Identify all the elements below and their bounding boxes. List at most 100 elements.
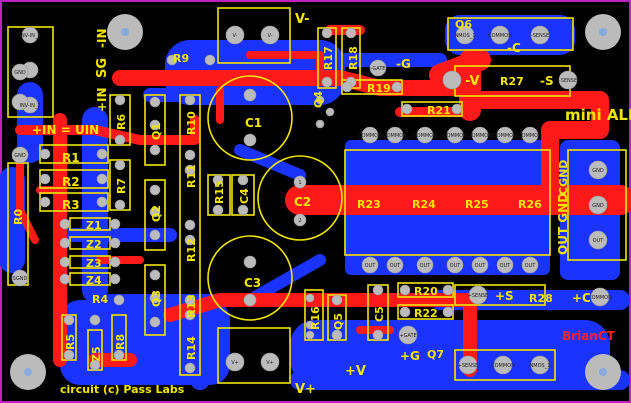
label-in-eq: +IN = UIN	[32, 123, 99, 137]
svg-text:COMMON: COMMON	[493, 133, 517, 139]
svg-text:OUT: OUT	[365, 263, 377, 269]
label-r6: R6	[115, 114, 128, 130]
label-r23: R23	[357, 198, 381, 211]
svg-text:+SENSE: +SENSE	[458, 363, 479, 369]
svg-text:COMMON: COMMON	[413, 133, 437, 139]
svg-text:COMMON: COMMON	[588, 295, 612, 301]
svg-text:V-: V-	[233, 33, 238, 39]
svg-text:+SENSE: +SENSE	[468, 293, 489, 299]
label-r8: R8	[114, 334, 127, 350]
label-q5: Q5	[332, 313, 345, 330]
svg-text:GND: GND	[592, 168, 604, 174]
label-r14: R14	[185, 336, 198, 360]
label-r15: R15	[213, 180, 226, 204]
svg-text:INV-IN_2: INV-IN_2	[19, 103, 40, 109]
label-r18: R18	[347, 46, 360, 70]
mounting-holes	[10, 14, 621, 390]
label-r3: R3	[62, 198, 80, 212]
label-c1: C1	[245, 116, 262, 130]
label-g-bot: +G	[400, 349, 420, 363]
label-c-bot: +C	[572, 291, 591, 305]
label-c2: C2	[294, 195, 311, 209]
svg-text:-SENSE: -SENSE	[559, 78, 577, 84]
label-r1: R1	[62, 151, 80, 165]
label-out-gnd: OUT GND	[556, 193, 570, 255]
label-r26: R26	[518, 198, 542, 211]
credit-text: circuit (c) Pass Labs	[60, 383, 185, 396]
label-r7: R7	[115, 178, 128, 194]
label-r9: R9	[173, 52, 189, 65]
svg-text:V-: V-	[268, 33, 273, 39]
label-r25: R25	[465, 198, 489, 211]
label-r22: R22	[414, 307, 438, 320]
label-r4: R4	[92, 293, 108, 306]
svg-text:OUT: OUT	[390, 263, 402, 269]
svg-text:COMMON: COMMON	[491, 363, 515, 369]
label-plus-v: +V	[345, 364, 366, 379]
label-z3: Z3	[86, 257, 102, 270]
label-c3: C3	[244, 276, 261, 290]
label-r19: R19	[367, 82, 391, 95]
svg-text:OUT: OUT	[525, 263, 537, 269]
svg-text:-SENSE: -SENSE	[531, 33, 549, 39]
svg-text:NMOS_1: NMOS_1	[455, 33, 476, 39]
svg-text:COMMON: COMMON	[518, 133, 542, 139]
label-s-bot: +S	[495, 289, 514, 303]
svg-text:COMMON: COMMON	[488, 33, 512, 39]
label-in-plus: +IN	[95, 87, 109, 112]
svg-text:1: 1	[298, 180, 301, 186]
label-q7: Q7	[427, 348, 444, 361]
label-z4: Z4	[86, 274, 102, 287]
svg-text:OUT: OUT	[450, 263, 462, 269]
label-r5: R5	[64, 334, 77, 350]
label-g-top: -G	[396, 57, 411, 71]
top-copper	[15, 25, 631, 377]
label-r21: R21	[427, 104, 451, 117]
label-r10: R10	[185, 111, 198, 135]
svg-text:-GATE: -GATE	[370, 66, 385, 72]
svg-text:OUT: OUT	[475, 263, 487, 269]
svg-text:COMMON: COMMON	[358, 133, 382, 139]
label-v-plus: V+	[295, 382, 316, 397]
net-labels: SG -IN +IN +IN = UIN V- V+ +V -V -G +G -…	[32, 12, 631, 397]
label-z2: Z2	[86, 238, 102, 251]
label-c-top: -C	[507, 41, 521, 55]
label-c4: C4	[238, 188, 251, 204]
svg-text:OUT: OUT	[593, 238, 605, 244]
label-z5: Z5	[90, 346, 103, 362]
label-q6: Q6	[455, 18, 472, 31]
label-r17: R17	[322, 46, 335, 70]
label-r20: R20	[414, 285, 438, 298]
label-q4: Q4	[312, 91, 325, 108]
label-cgnd: CGND	[557, 160, 570, 195]
author-text: BrianCT	[562, 329, 616, 343]
svg-text:COMMON: COMMON	[443, 133, 467, 139]
svg-text:V+: V+	[266, 360, 274, 366]
svg-text:OUT: OUT	[500, 263, 512, 269]
label-r13: R13	[185, 294, 198, 318]
label-r27: R27	[500, 75, 524, 88]
label-r24: R24	[412, 198, 436, 211]
svg-text:V+: V+	[231, 360, 239, 366]
label-r2: R2	[62, 175, 80, 189]
label-s-top: -S	[540, 74, 554, 88]
svg-text:GND: GND	[14, 70, 26, 76]
svg-text:COMMON: COMMON	[383, 133, 407, 139]
pads	[11, 25, 610, 375]
svg-text:NMOS_1: NMOS_1	[530, 363, 551, 369]
svg-text:+GATE: +GATE	[399, 333, 416, 339]
svg-text:GND: GND	[14, 153, 26, 159]
label-q3: Q3	[150, 290, 163, 307]
label-r16: R16	[309, 306, 322, 330]
label-r28: R28	[529, 292, 553, 305]
svg-text:GND: GND	[592, 203, 604, 209]
label-r0: R0	[12, 209, 25, 225]
label-v-minus: V-	[295, 12, 310, 27]
label-z1: Z1	[86, 219, 102, 232]
label-minus-v: -V	[465, 74, 480, 89]
electrolytic-caps	[207, 75, 343, 321]
svg-text:OUT: OUT	[420, 263, 432, 269]
label-q2: Q2	[150, 205, 163, 222]
